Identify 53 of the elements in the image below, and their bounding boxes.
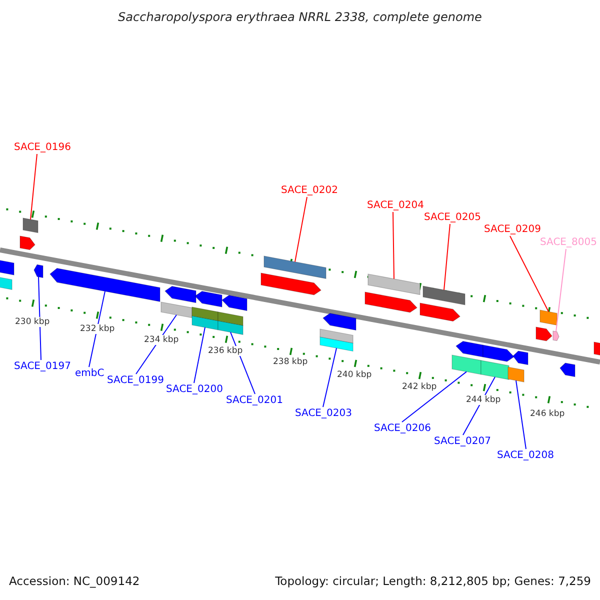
leader-line — [402, 371, 467, 422]
leader-line — [444, 224, 450, 290]
scale-label: 246 kbp — [530, 409, 565, 419]
leader-line — [510, 236, 549, 312]
gene-label: SACE_0199 — [107, 374, 164, 387]
gene-label: SACE_0200 — [166, 383, 223, 396]
gene-label: SACE_0207 — [434, 435, 491, 448]
scale-label: 242 kbp — [402, 382, 437, 392]
gene-label: SACE_0205 — [424, 211, 481, 224]
gene-feature — [192, 306, 218, 330]
gene-feature — [480, 360, 510, 380]
gene-label: SACE_0206 — [374, 422, 431, 435]
gene-feature — [540, 310, 558, 326]
gene-feature — [160, 302, 192, 318]
gene-feature — [50, 268, 160, 302]
leader-line — [194, 326, 206, 384]
gene-label: SACE_8005 — [540, 236, 597, 249]
gene-feature — [320, 328, 354, 352]
gene-label: SACE_0208 — [497, 449, 554, 462]
gene-label: SACE_0202 — [281, 184, 338, 197]
gene-feature — [34, 264, 44, 278]
title: Saccharopolyspora erythraea NRRL 2338, complete genome — [117, 11, 483, 24]
gene-feature — [218, 312, 244, 335]
footer-text: Topology: circular; Length: 8,212,805 bp; Genes: 7,259 — [275, 575, 591, 588]
gene-label: embC — [75, 367, 104, 380]
leader-line — [516, 380, 526, 450]
leader-line — [322, 348, 337, 408]
scale-label: 238 kbp — [273, 357, 308, 367]
gene-feature — [22, 218, 38, 234]
gene-label: SACE_0203 — [295, 407, 352, 420]
gene-label: SACE_0196 — [14, 141, 71, 154]
scale-label: 230 kbp — [15, 317, 50, 327]
gene-feature — [368, 274, 420, 296]
gene-feature — [422, 286, 466, 306]
leader-line — [30, 154, 38, 220]
scale-label: 232 kbp — [80, 324, 115, 334]
leader-line — [392, 212, 394, 280]
gene-feature — [452, 354, 482, 375]
scale-label: 244 kbp — [466, 395, 501, 405]
footer-text: Accession: NC_009142 — [9, 575, 140, 588]
scale-label: 236 kbp — [208, 346, 243, 356]
gene-label: SACE_0204 — [367, 199, 424, 212]
gene-feature — [508, 366, 524, 382]
leader-line — [38, 276, 42, 360]
gene-label: SACE_0209 — [484, 223, 541, 236]
leader-line — [556, 248, 566, 332]
leader-line — [88, 290, 106, 368]
leader-line — [294, 196, 308, 262]
gene-label: SACE_0201 — [226, 394, 283, 407]
gene-label: SACE_0197 — [14, 360, 71, 373]
gene-feature — [264, 256, 326, 279]
scale-label: 234 kbp — [144, 335, 179, 345]
scale-label: 240 kbp — [337, 370, 372, 380]
